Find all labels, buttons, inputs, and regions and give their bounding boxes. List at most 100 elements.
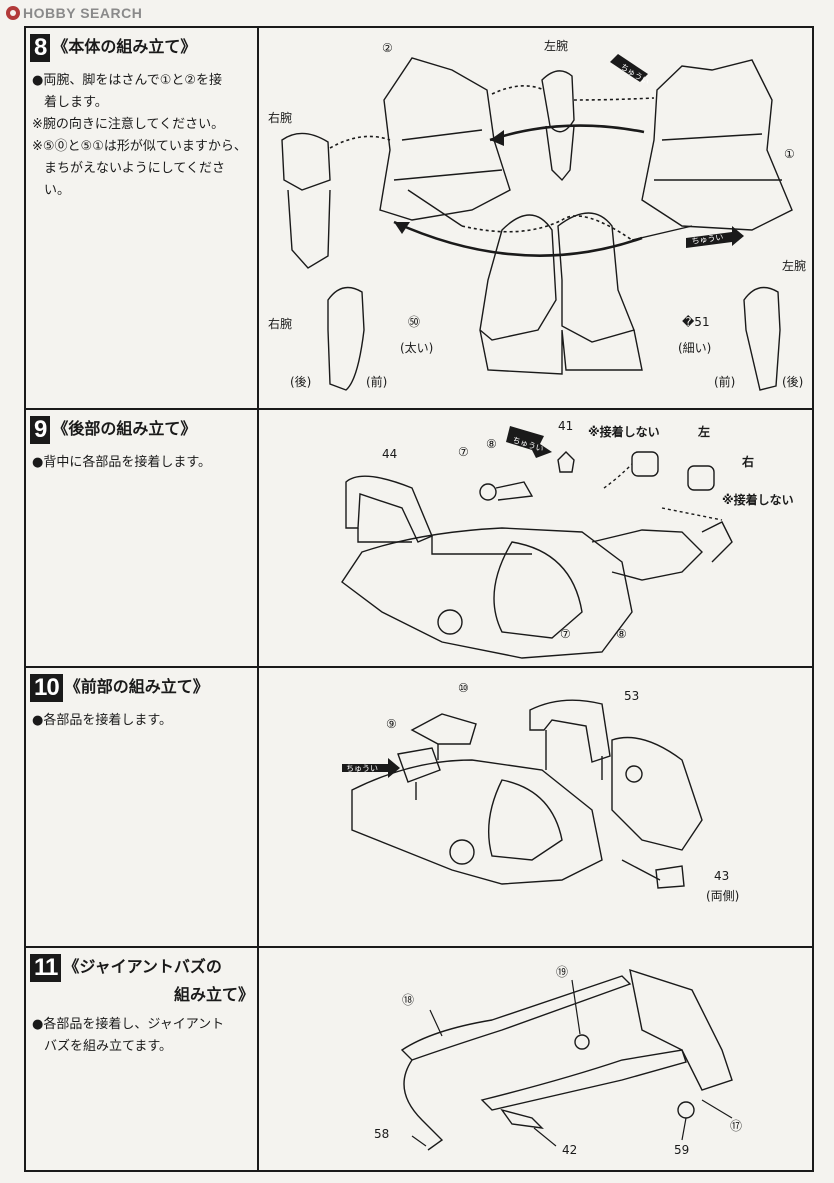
note-label: ※接着しない [722, 492, 794, 507]
instruction-line: ※⑤⓪と⑤①は形が似ていますから、 [32, 139, 247, 154]
guide-dash [573, 97, 655, 101]
guide-arrow [393, 220, 643, 257]
diagram-step-11: ⑲ ⑱ ⑰ 58 42 59 [374, 965, 742, 1157]
part-label: ① [784, 147, 795, 161]
step-number: 10 [30, 674, 63, 702]
step-10: 10 《前部の組み立て》 ●各部品を接着します。 [30, 674, 254, 732]
note-label: ※接着しない [588, 424, 660, 439]
view-label: (後) [782, 375, 803, 389]
step-instructions: ●各部品を接着し、ジャイアント バズを組み立てます。 [30, 1014, 254, 1058]
watermark-logo-icon [6, 6, 20, 20]
step-title: 《ジャイアントバズの [63, 957, 222, 976]
step-header: 11 《ジャイアントバズの 組み立て》 [30, 954, 254, 1006]
page-frame [24, 26, 814, 1172]
part-label: 43 [714, 869, 729, 883]
leg-feet [479, 329, 643, 375]
part-label: ⑧ [616, 627, 627, 641]
back-thruster [493, 541, 583, 639]
part-label: 53 [624, 689, 639, 703]
part-label: 44 [382, 447, 397, 461]
part-9 [397, 747, 441, 783]
hand-left [631, 451, 659, 477]
left-arm-upper [541, 70, 575, 133]
part-label: ㊿ [408, 315, 420, 329]
step-number: 8 [30, 34, 51, 62]
part-label: ⑱ [402, 993, 414, 1007]
step-instructions: ●両腕、脚をはさんで①と②を接 着します。 ※腕の向きに注意してください。 ※⑤… [30, 70, 254, 202]
body-half-part1 [641, 59, 793, 231]
guide-dash [603, 463, 633, 489]
body-detail-line [393, 129, 503, 181]
left-arm-bottom-view [743, 286, 781, 391]
view-label: (後) [290, 375, 311, 389]
leg-right [557, 212, 635, 343]
part-note: (細い) [678, 341, 711, 355]
part-note: (太い) [400, 340, 433, 355]
arm-back [591, 529, 703, 581]
arrow-head-icon [490, 130, 504, 146]
part-label: ② [382, 41, 393, 55]
vernier-nozzle [437, 609, 463, 635]
part-53 [529, 699, 611, 763]
part-label: 左腕 [544, 38, 568, 53]
part-label: 右腕 [268, 110, 292, 125]
side-label: 右 [741, 454, 754, 469]
part-label: ⑰ [730, 1119, 742, 1133]
caution-label: ちゅうい [691, 233, 724, 246]
instruction-line: ●各部品を接着します。 [32, 713, 173, 728]
caution-arrow-icon [686, 226, 744, 248]
part-18-barrel [400, 975, 632, 1061]
part-label: ⑩ [458, 681, 469, 695]
part-label: ⑦ [458, 445, 469, 459]
part-label: 59 [674, 1143, 689, 1157]
guide-arrow [489, 124, 645, 142]
column-divider [257, 26, 259, 1172]
guide-line [415, 730, 661, 881]
step-number: 11 [30, 954, 62, 982]
guide-dash [661, 507, 723, 521]
part-58-grip [403, 1059, 444, 1151]
step-title: 《後部の組み立て》 [52, 419, 197, 438]
side-label: 左 [697, 424, 710, 439]
body-detail-line [654, 133, 782, 181]
arm-hand [701, 521, 733, 563]
leader-line [411, 979, 733, 1147]
back-body [341, 527, 633, 659]
part-59 [677, 1101, 695, 1119]
instruction-line: ●背中に各部品を接着します。 [32, 455, 212, 470]
left-arm-lower [545, 125, 575, 182]
step-header: 9 《後部の組み立て》 [30, 416, 254, 444]
part-label: 41 [558, 419, 573, 433]
step-instructions: ●背中に各部品を接着します。 [30, 452, 254, 474]
body-half-part2 [379, 57, 511, 221]
part-note: (両側) [706, 889, 739, 903]
right-arm-lower [287, 189, 331, 269]
step-instructions: ●各部品を接着します。 [30, 710, 254, 732]
guide-line [357, 528, 532, 555]
part-43 [655, 865, 685, 889]
hand-right [687, 465, 715, 491]
step-11: 11 《ジャイアントバズの 組み立て》 ●各部品を接着し、ジャイアント バズを組… [30, 954, 254, 1058]
section-divider-1 [24, 408, 814, 410]
caution-label: ちゅうい [346, 764, 378, 773]
right-arm-bottom-view [327, 286, 365, 391]
part-42-clip [500, 1108, 544, 1129]
part-19 [574, 1034, 590, 1050]
instruction-line: ●各部品を接着し、ジャイアント [32, 1017, 225, 1032]
section-divider-2 [24, 666, 814, 668]
instruction-line: まちがえないようにしてくださ [44, 161, 225, 176]
caution-arrow-icon [506, 426, 552, 458]
part-label: �51 [682, 315, 710, 329]
instruction-line: バズを組み立てます。 [44, 1039, 173, 1054]
view-label: (前) [366, 374, 387, 389]
instruction-line: ●両腕、脚をはさんで①と②を接 [32, 73, 223, 88]
part-41-antenna [557, 451, 575, 473]
front-nozzle [449, 839, 475, 865]
view-label: (前) [714, 374, 735, 389]
part-8-tip [495, 481, 534, 501]
part-7-nozzle [479, 483, 497, 501]
instruction-line: ※腕の向きに注意してください。 [32, 117, 225, 132]
front-panel [487, 779, 563, 861]
diagram-step-9: 44 ⑦ ⑧ ちゅうい 41 ※接着しない 左 右 ※接着しない ⑦ ⑧ [341, 419, 794, 659]
part-label: 右腕 [268, 316, 292, 331]
